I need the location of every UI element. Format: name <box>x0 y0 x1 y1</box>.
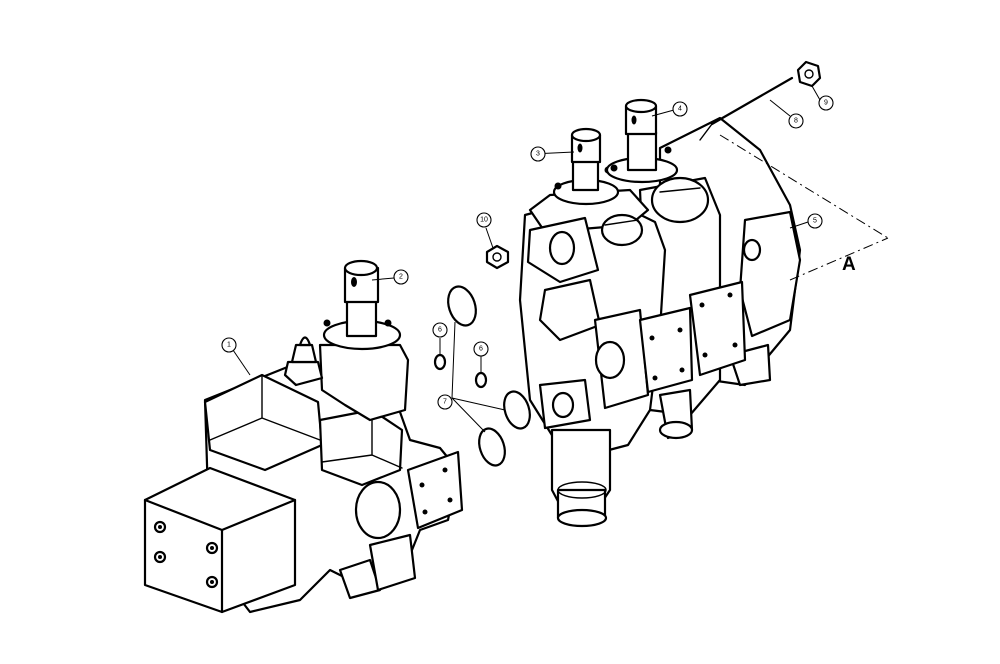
right-valve-assembly <box>518 60 822 528</box>
callout-10: 10 <box>476 212 492 228</box>
svg-text:2: 2 <box>399 274 403 281</box>
svg-text:9: 9 <box>824 100 828 107</box>
washer <box>485 244 510 270</box>
callout-6-upper: 6 <box>432 322 448 338</box>
reference-label: A <box>842 254 856 275</box>
callout-8: 8 <box>788 113 804 129</box>
svg-text:7: 7 <box>443 399 447 406</box>
callout-3: 3 <box>530 146 546 162</box>
svg-text:4: 4 <box>678 106 682 113</box>
svg-text:1: 1 <box>227 342 231 349</box>
callout-9: 9 <box>818 95 834 111</box>
callout-7: 7 <box>437 394 453 410</box>
callout-1: 1 <box>221 337 237 353</box>
o-rings <box>433 244 531 467</box>
reference-line-a: A <box>719 134 889 281</box>
svg-text:6: 6 <box>438 327 442 334</box>
callout-2: 2 <box>393 269 409 285</box>
left-valve-assembly <box>143 259 464 614</box>
small-seal-lower <box>474 371 488 389</box>
callout-4: 4 <box>672 101 688 117</box>
o-ring-middle <box>503 390 531 430</box>
svg-text:10: 10 <box>480 217 488 224</box>
svg-text:8: 8 <box>794 118 798 125</box>
callout-6-lower: 6 <box>473 341 489 357</box>
o-ring-upper <box>447 285 477 327</box>
small-seal-upper <box>433 353 447 371</box>
callout-5: 5 <box>807 213 823 229</box>
svg-text:6: 6 <box>479 346 483 353</box>
svg-text:5: 5 <box>813 218 817 225</box>
o-ring-lower <box>478 427 506 467</box>
svg-text:3: 3 <box>536 151 540 158</box>
